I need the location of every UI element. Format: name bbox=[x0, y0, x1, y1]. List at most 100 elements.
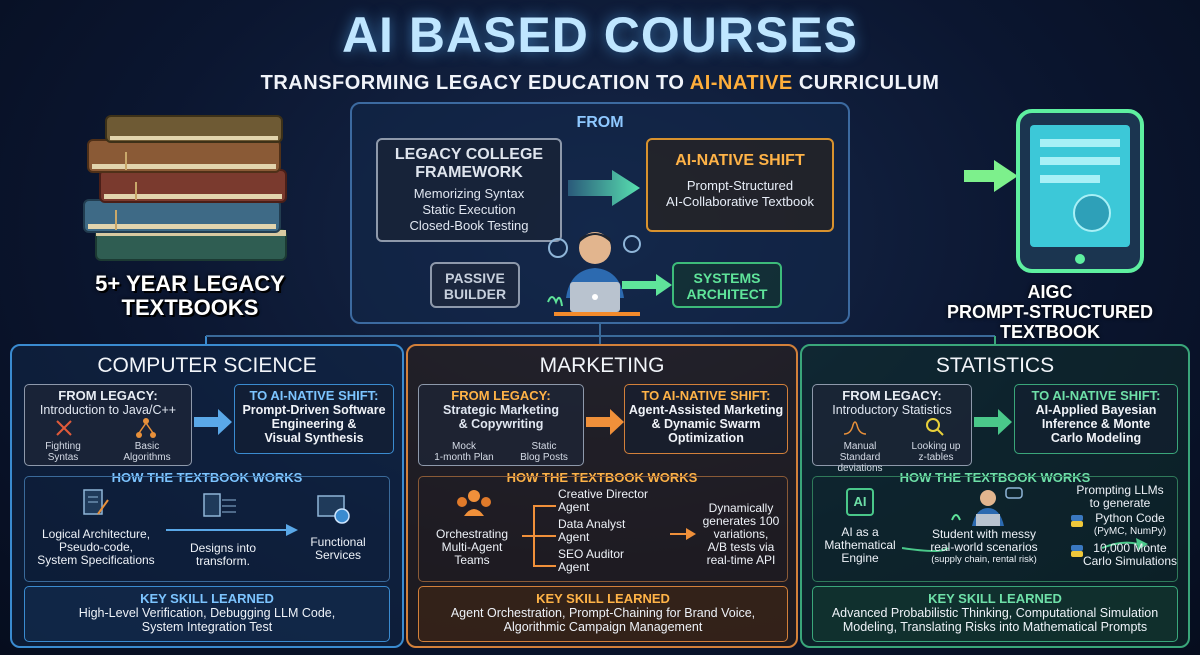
mk-dyn3: variations, bbox=[713, 527, 769, 541]
cs-how-head: HOW THE TEXTBOOK WORKS bbox=[111, 470, 303, 485]
tablet-icon bbox=[1016, 109, 1144, 273]
aigc-caption-line2: PROMPT-STRUCTURED bbox=[947, 302, 1153, 322]
st-to-l3: Carlo Modeling bbox=[1050, 431, 1142, 445]
algorithm-tree-icon bbox=[136, 418, 156, 438]
mk-agent1-l1: Creative Director bbox=[558, 487, 649, 501]
cs-how-b: Designs into transform. bbox=[180, 542, 266, 568]
course-statistics: STATISTICS FROM LEGACY: Introductory Sta… bbox=[800, 344, 1190, 648]
from-panel: FROM LEGACY COLLEGE FRAMEWORK Memorizing… bbox=[350, 102, 850, 324]
st-icon2-l1: Looking up bbox=[911, 441, 961, 452]
cs-how-c1: Functional bbox=[310, 535, 366, 549]
mk-from-l2: & Copywriting bbox=[458, 417, 544, 431]
mk-key-l1: Agent Orchestration, Prompt-Chaining for… bbox=[450, 606, 756, 620]
st-from-legacy-box: FROM LEGACY: Introductory Statistics Man… bbox=[812, 384, 972, 474]
mk-from-legacy-box: FROM LEGACY: Strategic Marketing & Copyw… bbox=[418, 384, 584, 466]
cs-how-b2: transform. bbox=[195, 554, 250, 568]
mk-key-head: KEY SKILL LEARNED bbox=[536, 591, 670, 606]
mk-to-shift-box: TO AI-NATIVE SHIFT: Agent-Assisted Marke… bbox=[624, 384, 788, 454]
mk-icon2-l2: Blog Posts bbox=[520, 452, 568, 463]
connector-lines bbox=[205, 322, 996, 344]
mk-dyn5: real-time API bbox=[706, 553, 776, 567]
cs-key-head: KEY SKILL LEARNED bbox=[140, 591, 274, 606]
bell-curve-icon bbox=[843, 421, 867, 435]
mk-dynamic: Dynamically generates 100 variations, A/… bbox=[696, 502, 786, 567]
ai-native-shift-box: AI-NATIVE SHIFT Prompt-Structured AI-Col… bbox=[646, 138, 834, 232]
st-from-line: Introductory Statistics bbox=[832, 403, 952, 417]
st-key-l2: Modeling, Translating Risks into Mathema… bbox=[842, 620, 1148, 634]
legacy-framework-box: LEGACY COLLEGE FRAMEWORK Memorizing Synt… bbox=[376, 138, 562, 242]
cs-from-head: FROM LEGACY: bbox=[58, 388, 158, 403]
st-how-box bbox=[812, 476, 1178, 582]
cs-how-b1: Designs into bbox=[189, 541, 257, 555]
cs-how-a1: Logical Architecture, bbox=[41, 527, 151, 541]
mk-dyn1: Dynamically bbox=[708, 501, 774, 515]
shift-title: AI-NATIVE SHIFT bbox=[675, 152, 805, 169]
systems-architect-pill: SYSTEMS ARCHITECT bbox=[672, 262, 782, 308]
mk-to-l2: & Dynamic Swarm bbox=[651, 417, 761, 431]
mk-how-arrow-icon bbox=[670, 528, 696, 540]
agent-branch-icon bbox=[522, 505, 556, 567]
books-caption-line2: TEXTBOOKS bbox=[121, 295, 259, 320]
page-subtitle: TRANSFORMING LEGACY EDUCATION TO AI-NATI… bbox=[0, 72, 1200, 95]
st-engine: AI as a Mathematical Engine bbox=[814, 526, 906, 565]
mk-orch2: Multi-Agent bbox=[441, 540, 503, 554]
legacy-line3: Closed-Book Testing bbox=[409, 218, 529, 233]
student-computer-icon bbox=[951, 487, 1023, 526]
cs-icon2-l1: Basic bbox=[134, 441, 160, 452]
st-engine3: Engine bbox=[841, 551, 879, 565]
cs-title: COMPUTER SCIENCE bbox=[97, 354, 317, 377]
mk-key-skill-box: KEY SKILL LEARNED Agent Orchestration, P… bbox=[418, 586, 788, 642]
st-icon2-l2: z-tables bbox=[918, 452, 954, 463]
st-py1: Python Code bbox=[1095, 511, 1165, 525]
st-python: Python Code (PyMC, NumPy) bbox=[1084, 512, 1176, 538]
magnifier-icon bbox=[926, 418, 944, 436]
cs-how-a3: System Specifications bbox=[37, 553, 155, 567]
st-icon1-l1: Manual bbox=[843, 441, 877, 452]
mk-how-box bbox=[418, 476, 788, 582]
st-mc1: 10,000 Monte bbox=[1093, 541, 1167, 555]
st-engine2: Mathematical bbox=[824, 538, 896, 552]
cs-from-line: Introduction to Java/C++ bbox=[39, 403, 177, 417]
shift-arrow-icon bbox=[568, 170, 640, 206]
mk-from-l1: Strategic Marketing bbox=[442, 403, 559, 417]
systems-line1: SYSTEMS bbox=[693, 270, 761, 286]
cs-icon2-l2: Algorithms bbox=[123, 452, 171, 463]
systems-line2: ARCHITECT bbox=[686, 286, 768, 302]
books-stack-icon bbox=[83, 115, 287, 261]
st-engine1: AI as a bbox=[841, 525, 879, 539]
mk-agent1-l2: Agent bbox=[558, 500, 590, 514]
mk-agent2-l2: Agent bbox=[558, 530, 590, 544]
cs-to-l2: Engineering & bbox=[271, 417, 357, 431]
books-caption-line1: 5+ YEAR LEGACY bbox=[95, 271, 285, 296]
subtitle-highlight: AI-NATIVE bbox=[689, 72, 793, 94]
mk-to-l1: Agent-Assisted Marketing bbox=[628, 403, 784, 417]
st-key-head: KEY SKILL LEARNED bbox=[928, 591, 1062, 606]
mk-agent2-l1: Data Analyst bbox=[558, 517, 626, 531]
cs-how-arrow-icon bbox=[166, 524, 298, 536]
st-prompt2: to generate bbox=[1089, 496, 1151, 510]
code-flow-icon bbox=[203, 493, 236, 517]
subtitle-pre: TRANSFORMING LEGACY EDUCATION TO bbox=[260, 72, 690, 94]
st-mc2: Carlo Simulations bbox=[1082, 554, 1178, 568]
st-title: STATISTICS bbox=[935, 354, 1055, 377]
ai-chip-icon: AI bbox=[846, 488, 874, 516]
cs-to-shift-box: TO AI-NATIVE SHIFT: Prompt-Driven Softwa… bbox=[234, 384, 394, 454]
cs-how-a2: Pseudo-code, bbox=[58, 540, 134, 554]
legacy-title2: FRAMEWORK bbox=[415, 164, 523, 181]
mk-orch1: Orchestrating bbox=[435, 527, 509, 541]
mk-icon1-l2: 1-month Plan bbox=[434, 452, 494, 463]
cs-how-a: Logical Architecture, Pseudo-code, Syste… bbox=[26, 528, 166, 567]
st-to-l2: Inference & Monte bbox=[1041, 417, 1151, 431]
mk-icon2-l1: Static bbox=[531, 441, 557, 452]
student-laptop-icon bbox=[547, 232, 641, 316]
st-key-skill-box: KEY SKILL LEARNED Advanced Probabilistic… bbox=[812, 586, 1178, 642]
mk-orch: Orchestrating Multi-Agent Teams bbox=[422, 528, 522, 567]
to-architect-arrow-icon bbox=[622, 274, 672, 296]
cs-icon1-l2: Syntas bbox=[47, 452, 79, 463]
cs-how-box bbox=[24, 476, 390, 582]
cs-key-l2: System Integration Test bbox=[141, 620, 273, 634]
